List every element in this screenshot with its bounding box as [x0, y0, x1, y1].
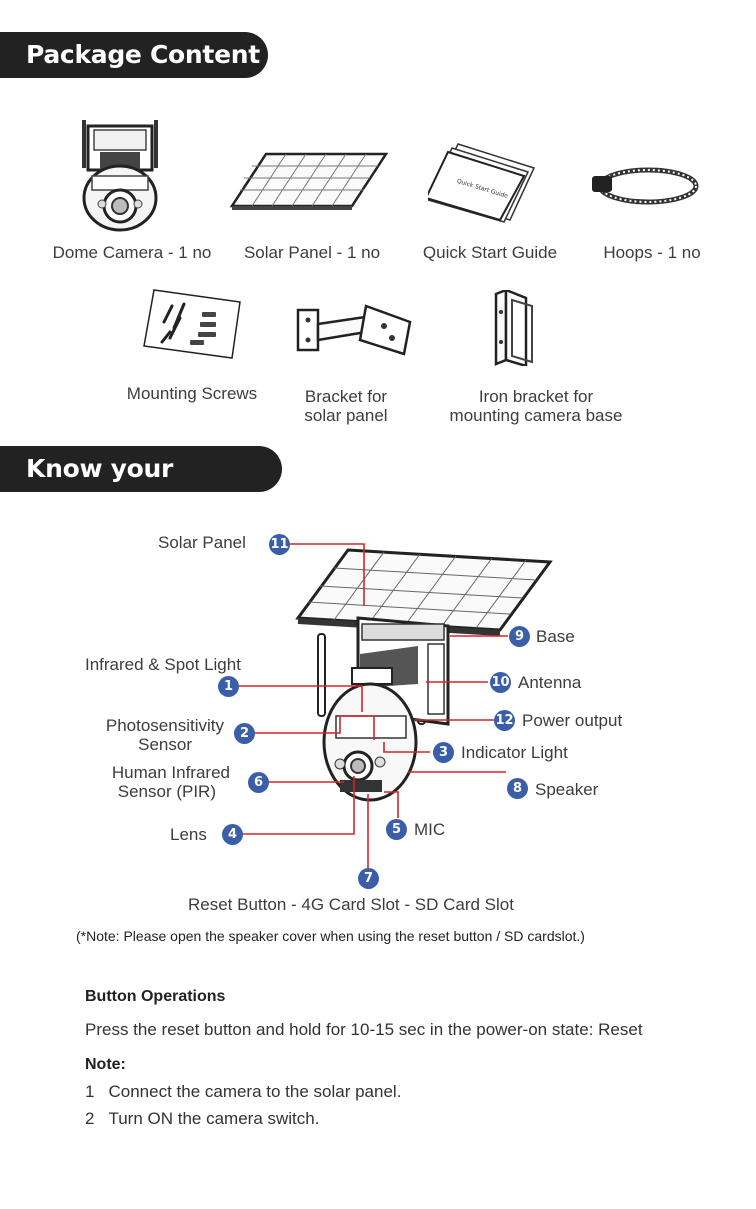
solar-bracket-label-line-2: solar panel [304, 406, 388, 425]
callout-label-lens: Lens [170, 825, 207, 844]
dome-camera-label: Dome Camera - 1 no [52, 243, 212, 262]
callout-badge-10: 10 [490, 672, 511, 693]
note-item-1: 1 Connect the camera to the solar panel. [85, 1082, 401, 1102]
callout-label-human-infrared-sensor: Human Infrared Sensor (PIR) [92, 763, 230, 801]
note-item-1-text: Connect the camera to the solar panel. [108, 1082, 402, 1101]
callout-label-mic: MIC [414, 820, 446, 839]
iron-bracket-label-line-2: mounting camera base [449, 406, 623, 425]
callout-badge-1: 1 [218, 676, 239, 697]
screws-icon [143, 289, 241, 359]
know-your-product-header: Know your Product [0, 446, 282, 529]
button-operations-text: Press the reset button and hold for 10-1… [85, 1020, 643, 1039]
callout-leader-lines [238, 543, 508, 868]
callout-label-antenna: Antenna [518, 673, 582, 692]
callout-label-infrared-spot-light: Infrared & Spot Light [85, 655, 241, 674]
solar-bracket-label-line-1: Bracket for [304, 387, 388, 406]
note-item-1-number: 1 [85, 1082, 95, 1101]
callout-badge-7: 7 [358, 868, 379, 889]
iron-bracket-label: Iron bracket for mounting camera base [426, 387, 646, 425]
iron-bracket-label-line-1: Iron bracket for [478, 387, 594, 406]
package-content-header: Package Content [0, 32, 268, 78]
callout-label-photosensitivity-sensor: Photosensitivity Sensor [92, 716, 224, 754]
callout-label-pir-line-1: Human Infrared [111, 763, 230, 782]
dome-camera-icon [82, 120, 158, 232]
callout-badge-12: 12 [494, 710, 515, 731]
callout-label-speaker: Speaker [535, 780, 599, 799]
callout-badge-4: 4 [222, 824, 243, 845]
note-item-2-number: 2 [85, 1109, 95, 1128]
callout-badge-11: 11 [269, 534, 290, 555]
callout-badge-6: 6 [248, 772, 269, 793]
solar-bracket-icon [296, 304, 412, 356]
callout-badge-2: 2 [234, 723, 255, 744]
solar-panel-label: Solar Panel - 1 no [243, 243, 381, 262]
solar-panel-icon [229, 152, 388, 210]
quick-start-guide-icon: Quick Start Guide [428, 143, 536, 223]
callout-label-power-output: Power output [522, 711, 623, 730]
iron-bracket-icon [494, 290, 533, 366]
solar-bracket-label: Bracket for solar panel [280, 387, 412, 425]
callout-label-photosensitivity-line-2: Sensor [138, 735, 192, 754]
note-item-2: 2 Turn ON the camera switch. [85, 1109, 319, 1129]
callout-label-base: Base [536, 627, 575, 646]
callout-badge-8: 8 [507, 778, 528, 799]
speaker-cover-note: (*Note: Please open the speaker cover wh… [76, 928, 585, 944]
callout-label-indicator-light: Indicator Light [461, 743, 568, 762]
callout-badge-9: 9 [509, 626, 530, 647]
hoop-clamp-icon [592, 167, 699, 205]
note-item-2-text: Turn ON the camera switch. [108, 1109, 320, 1128]
callout-badge-5: 5 [386, 819, 407, 840]
note-title: Note: [85, 1056, 126, 1073]
callout-label-pir-line-2: Sensor (PIR) [117, 782, 216, 801]
hoops-label: Hoops - 1 no [603, 243, 701, 262]
product-diagram [238, 543, 553, 868]
callout-label-photosensitivity-line-1: Photosensitivity [105, 716, 224, 735]
quick-start-guide-label: Quick Start Guide [422, 243, 558, 262]
callout-label-reset-button: Reset Button - 4G Card Slot - SD Card Sl… [188, 895, 514, 914]
button-operations-title: Button Operations [85, 988, 226, 1005]
diagram-dome [322, 667, 418, 802]
callout-badge-3: 3 [433, 742, 454, 763]
callout-label-solar-panel: Solar Panel [158, 533, 246, 552]
mounting-screws-label: Mounting Screws [126, 384, 258, 403]
